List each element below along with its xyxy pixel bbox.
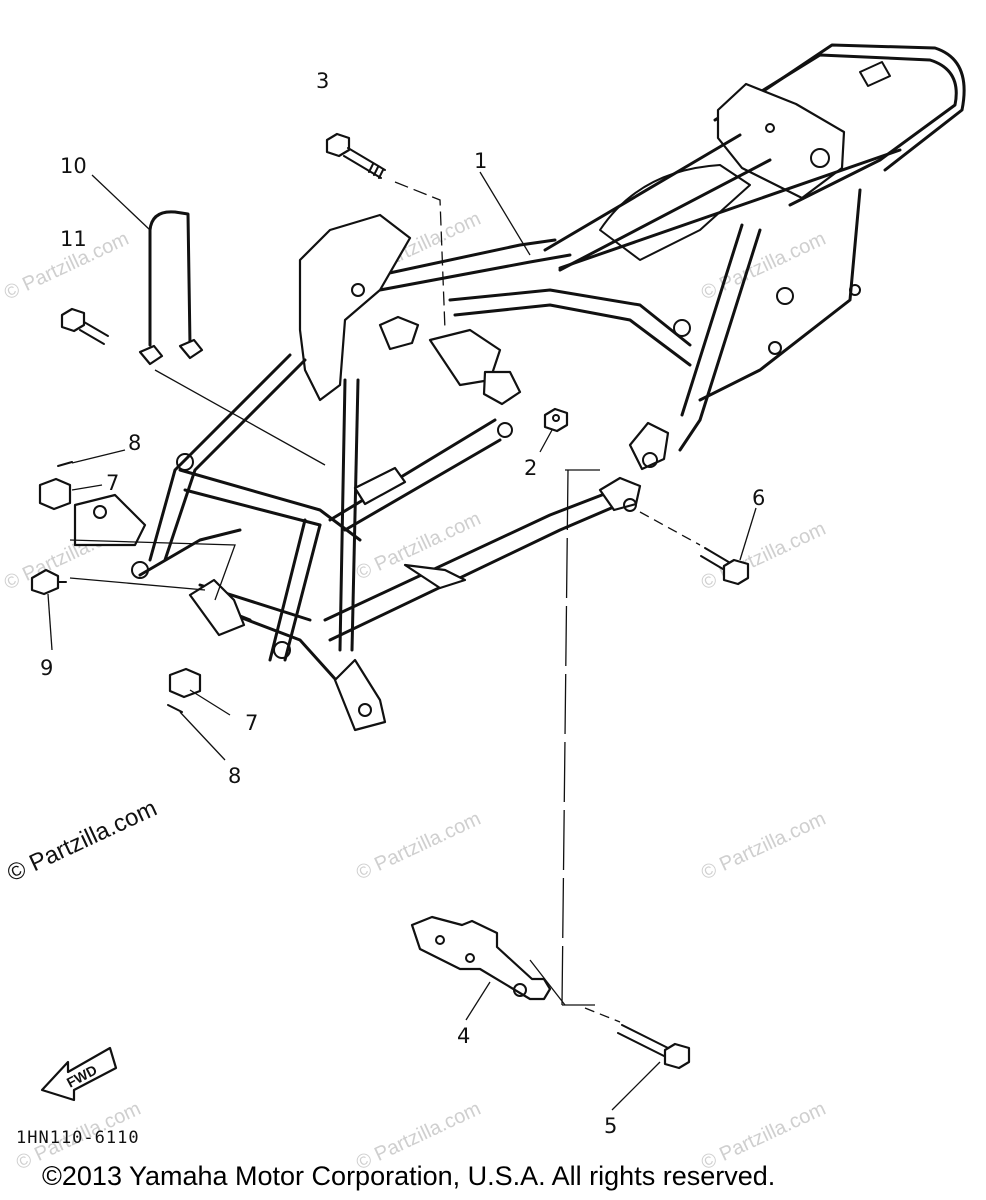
part-10-strap: [138, 210, 204, 366]
part-4-engine-bracket: [410, 915, 552, 1001]
part-11-bolt: [60, 307, 109, 345]
callout-8-upper: 8: [128, 431, 141, 455]
diagram-code: 1HN110-6110: [16, 1128, 140, 1148]
part-9-nipple: [30, 568, 67, 596]
watermark: © Partzilla.com: [353, 808, 484, 885]
part-7-collar-upper: [38, 477, 72, 511]
callout-5: 5: [604, 1114, 617, 1138]
part-7-collar-lower: [168, 667, 202, 699]
part-5-bolt: [617, 1024, 691, 1070]
callout-7-upper: 7: [106, 471, 119, 495]
callout-11: 11: [60, 227, 87, 251]
callout-1: 1: [474, 149, 487, 173]
callout-10: 10: [60, 154, 87, 178]
watermark: © Partzilla.com: [698, 808, 829, 885]
watermark-prominent: © Partzilla.com: [3, 795, 161, 888]
callout-8-lower: 8: [228, 764, 241, 788]
copyright-notice: ©2013 Yamaha Motor Corporation, U.S.A. A…: [42, 1161, 775, 1191]
callout-4: 4: [457, 1024, 470, 1048]
fwd-arrow-icon: FWD: [40, 1046, 118, 1102]
callouts: 1 2 3 4 5 6 7 7 8 8 9 10 11: [40, 69, 765, 1138]
part-8-pin-lower: [167, 704, 183, 713]
callout-9: 9: [40, 656, 53, 680]
callout-3: 3: [316, 69, 329, 93]
main-frame: [73, 43, 966, 732]
watermarks: © Partzilla.com © Partzilla.com © Partzi…: [1, 208, 829, 1175]
part-3-bolt: [325, 132, 386, 179]
leader-lines: [47, 171, 757, 1111]
callout-7-lower: 7: [245, 711, 258, 735]
part-6-bolt: [700, 547, 750, 586]
part-2-nut: [543, 407, 569, 433]
watermark: © Partzilla.com: [698, 228, 829, 305]
callout-2: 2: [524, 456, 537, 480]
callout-6: 6: [752, 486, 765, 510]
part-8-pin-upper: [57, 461, 73, 467]
